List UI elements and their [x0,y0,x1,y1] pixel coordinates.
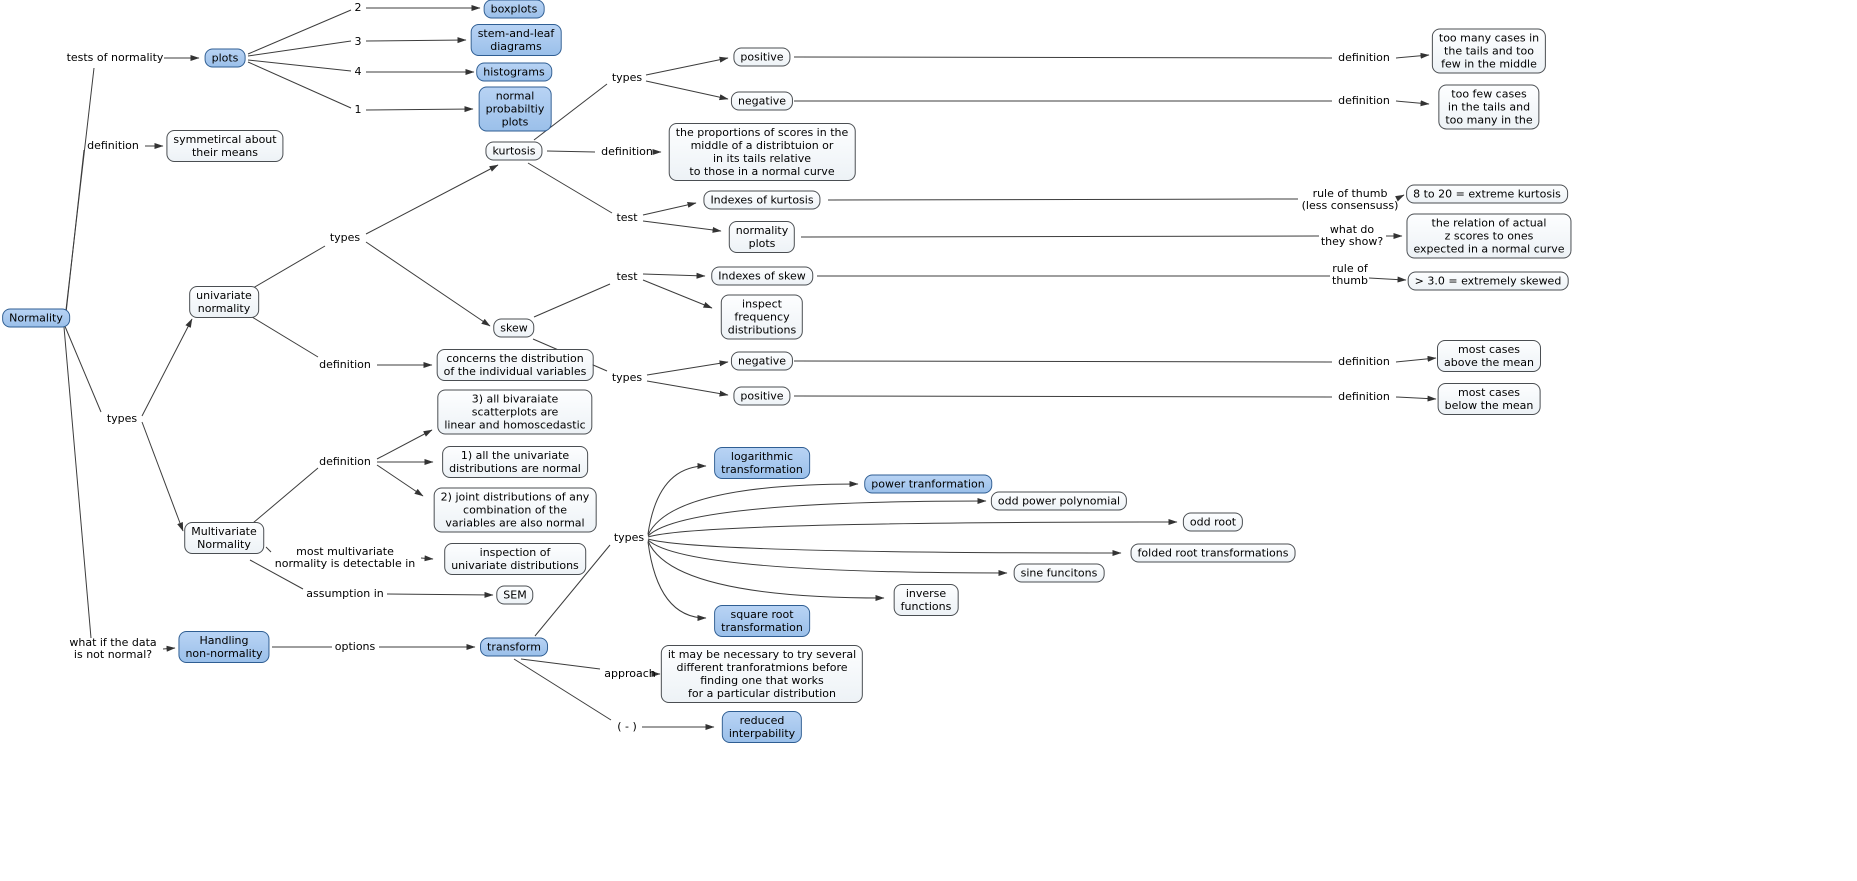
concept-most-cases-below-mean[interactable]: most cases below the mean [1437,383,1541,415]
concept-square-root-transformation[interactable]: square root transformation [714,605,810,637]
link-label-definition-root[interactable]: definition [87,139,139,152]
link-label-definition-multivariate[interactable]: definition [319,455,371,468]
concept-histograms[interactable]: histograms [476,62,552,82]
concept-inspect-frequency-distributions[interactable]: inspect frequency distributions [720,294,804,340]
concept-logarithmic-transformation[interactable]: logarithmic transformation [714,447,810,479]
concept-concerns-individual-variables[interactable]: concerns the distribution of the individ… [436,349,594,381]
concept-bivariate-scatterplots-linear[interactable]: 3) all bivaraiate scatterplots are linea… [437,389,593,435]
link-label-rule-of-thumb-kurtosis[interactable]: rule of thumb (less consensuss) [1301,187,1399,212]
concept-univariate-distributions-normal[interactable]: 1) all the univariate distributions are … [442,446,588,478]
concept-boxplots[interactable]: boxplots [483,0,545,19]
concept-plots[interactable]: plots [204,48,246,68]
link-label-types-root[interactable]: types [106,412,138,425]
concept-handling-non-normality[interactable]: Handling non-normality [178,631,270,663]
concept-skew[interactable]: skew [493,318,535,338]
concept-symmetrical-about-their-means[interactable]: symmetircal about their means [166,130,284,162]
link-label-definition-kurtosis[interactable]: definition [601,145,653,158]
concept-8-to-20-extreme-kurtosis[interactable]: 8 to 20 = extreme kurtosis [1406,184,1568,204]
concept-try-several-transformations[interactable]: it may be necessary to try several diffe… [660,645,864,703]
link-label-order-4[interactable]: 4 [354,65,362,78]
concept-reduced-interpretability[interactable]: reduced interpability [721,711,803,743]
link-label-types-skew[interactable]: types [611,371,643,384]
link-label-test-skew[interactable]: test [616,270,638,283]
concept-multivariate-normality[interactable]: Multivariate Normality [184,522,264,554]
concept-indexes-of-skew[interactable]: Indexes of skew [711,266,813,286]
concept-too-many-cases-in-tails[interactable]: too many cases in the tails and too few … [1431,28,1547,74]
concept-skew-negative[interactable]: negative [730,351,794,371]
concept-normality[interactable]: Normality [2,308,70,328]
concept-3-0-extremely-skewed[interactable]: > 3.0 = extremely skewed [1407,271,1569,291]
link-label-what-do-they-show[interactable]: what do they show? [1320,223,1384,248]
concept-folded-root-transformations[interactable]: folded root transformations [1130,543,1296,563]
concept-univariate-normality[interactable]: univariate normality [189,286,259,318]
concept-most-cases-above-mean[interactable]: most cases above the mean [1437,340,1541,372]
concept-kurtosis-positive[interactable]: positive [733,47,791,67]
concept-too-few-cases-in-tails[interactable]: too few cases in the tails and too many … [1438,84,1540,130]
link-label-definition-kurtosis-positive[interactable]: definition [1338,51,1390,64]
link-label-what-if-not-normal[interactable]: what if the data is not normal? [69,636,157,661]
link-label-definition-kurtosis-negative[interactable]: definition [1338,94,1390,107]
concept-kurtosis-negative[interactable]: negative [730,91,794,111]
concept-inverse-functions[interactable]: inverse functions [893,584,959,616]
concept-odd-root[interactable]: odd root [1182,512,1244,532]
link-label-types-kurtosis[interactable]: types [611,71,643,84]
link-label-tests-of-normality[interactable]: tests of normality [66,51,164,64]
link-label-assumption-in[interactable]: assumption in [306,587,384,600]
link-label-definition-skew-positive[interactable]: definition [1338,390,1390,403]
concept-kurtosis[interactable]: kurtosis [485,141,543,161]
link-label-order-3[interactable]: 3 [354,35,362,48]
concept-sine-functions[interactable]: sine funcitons [1013,563,1105,583]
concept-skew-positive[interactable]: positive [733,386,791,406]
link-label-approach[interactable]: approach [604,667,656,680]
link-label-definition-univariate[interactable]: definition [319,358,371,371]
concept-kurtosis-definition[interactable]: the proportions of scores in the middle … [668,123,856,181]
concept-inspection-univariate-distributions[interactable]: inspection of univariate distributions [444,543,586,575]
concept-stem-and-leaf-diagrams[interactable]: stem-and-leaf diagrams [470,24,562,56]
link-label-order-2[interactable]: 2 [354,1,362,14]
link-label-definition-skew-negative[interactable]: definition [1338,355,1390,368]
concept-joint-distributions-normal[interactable]: 2) joint distributions of any combinatio… [433,487,597,533]
concept-normality-plots[interactable]: normality plots [728,221,796,253]
concept-transform[interactable]: transform [480,637,548,657]
link-label-detectable-in[interactable]: most multivariate normality is detectabl… [274,545,416,570]
link-label-order-1[interactable]: 1 [354,103,362,116]
concept-relation-of-actual-z-scores[interactable]: the relation of actual z scores to ones … [1406,213,1572,259]
concept-sem[interactable]: SEM [496,585,534,605]
concept-normal-probability-plots[interactable]: normal probabiltiy plots [478,86,552,132]
concept-power-transformation[interactable]: power tranformation [864,474,992,494]
edges [63,5,1437,730]
concept-indexes-of-kurtosis[interactable]: Indexes of kurtosis [703,190,821,210]
link-label-types-univariate[interactable]: types [329,231,361,244]
concept-odd-power-polynomial[interactable]: odd power polynomial [990,491,1128,511]
link-label-options[interactable]: options [334,640,376,653]
link-label-rule-of-thumb-skew[interactable]: rule of thumb [1332,262,1368,287]
link-label-test-kurtosis[interactable]: test [616,211,638,224]
link-label-minus[interactable]: ( - ) [617,720,637,733]
link-label-types-transform[interactable]: types [613,531,645,544]
